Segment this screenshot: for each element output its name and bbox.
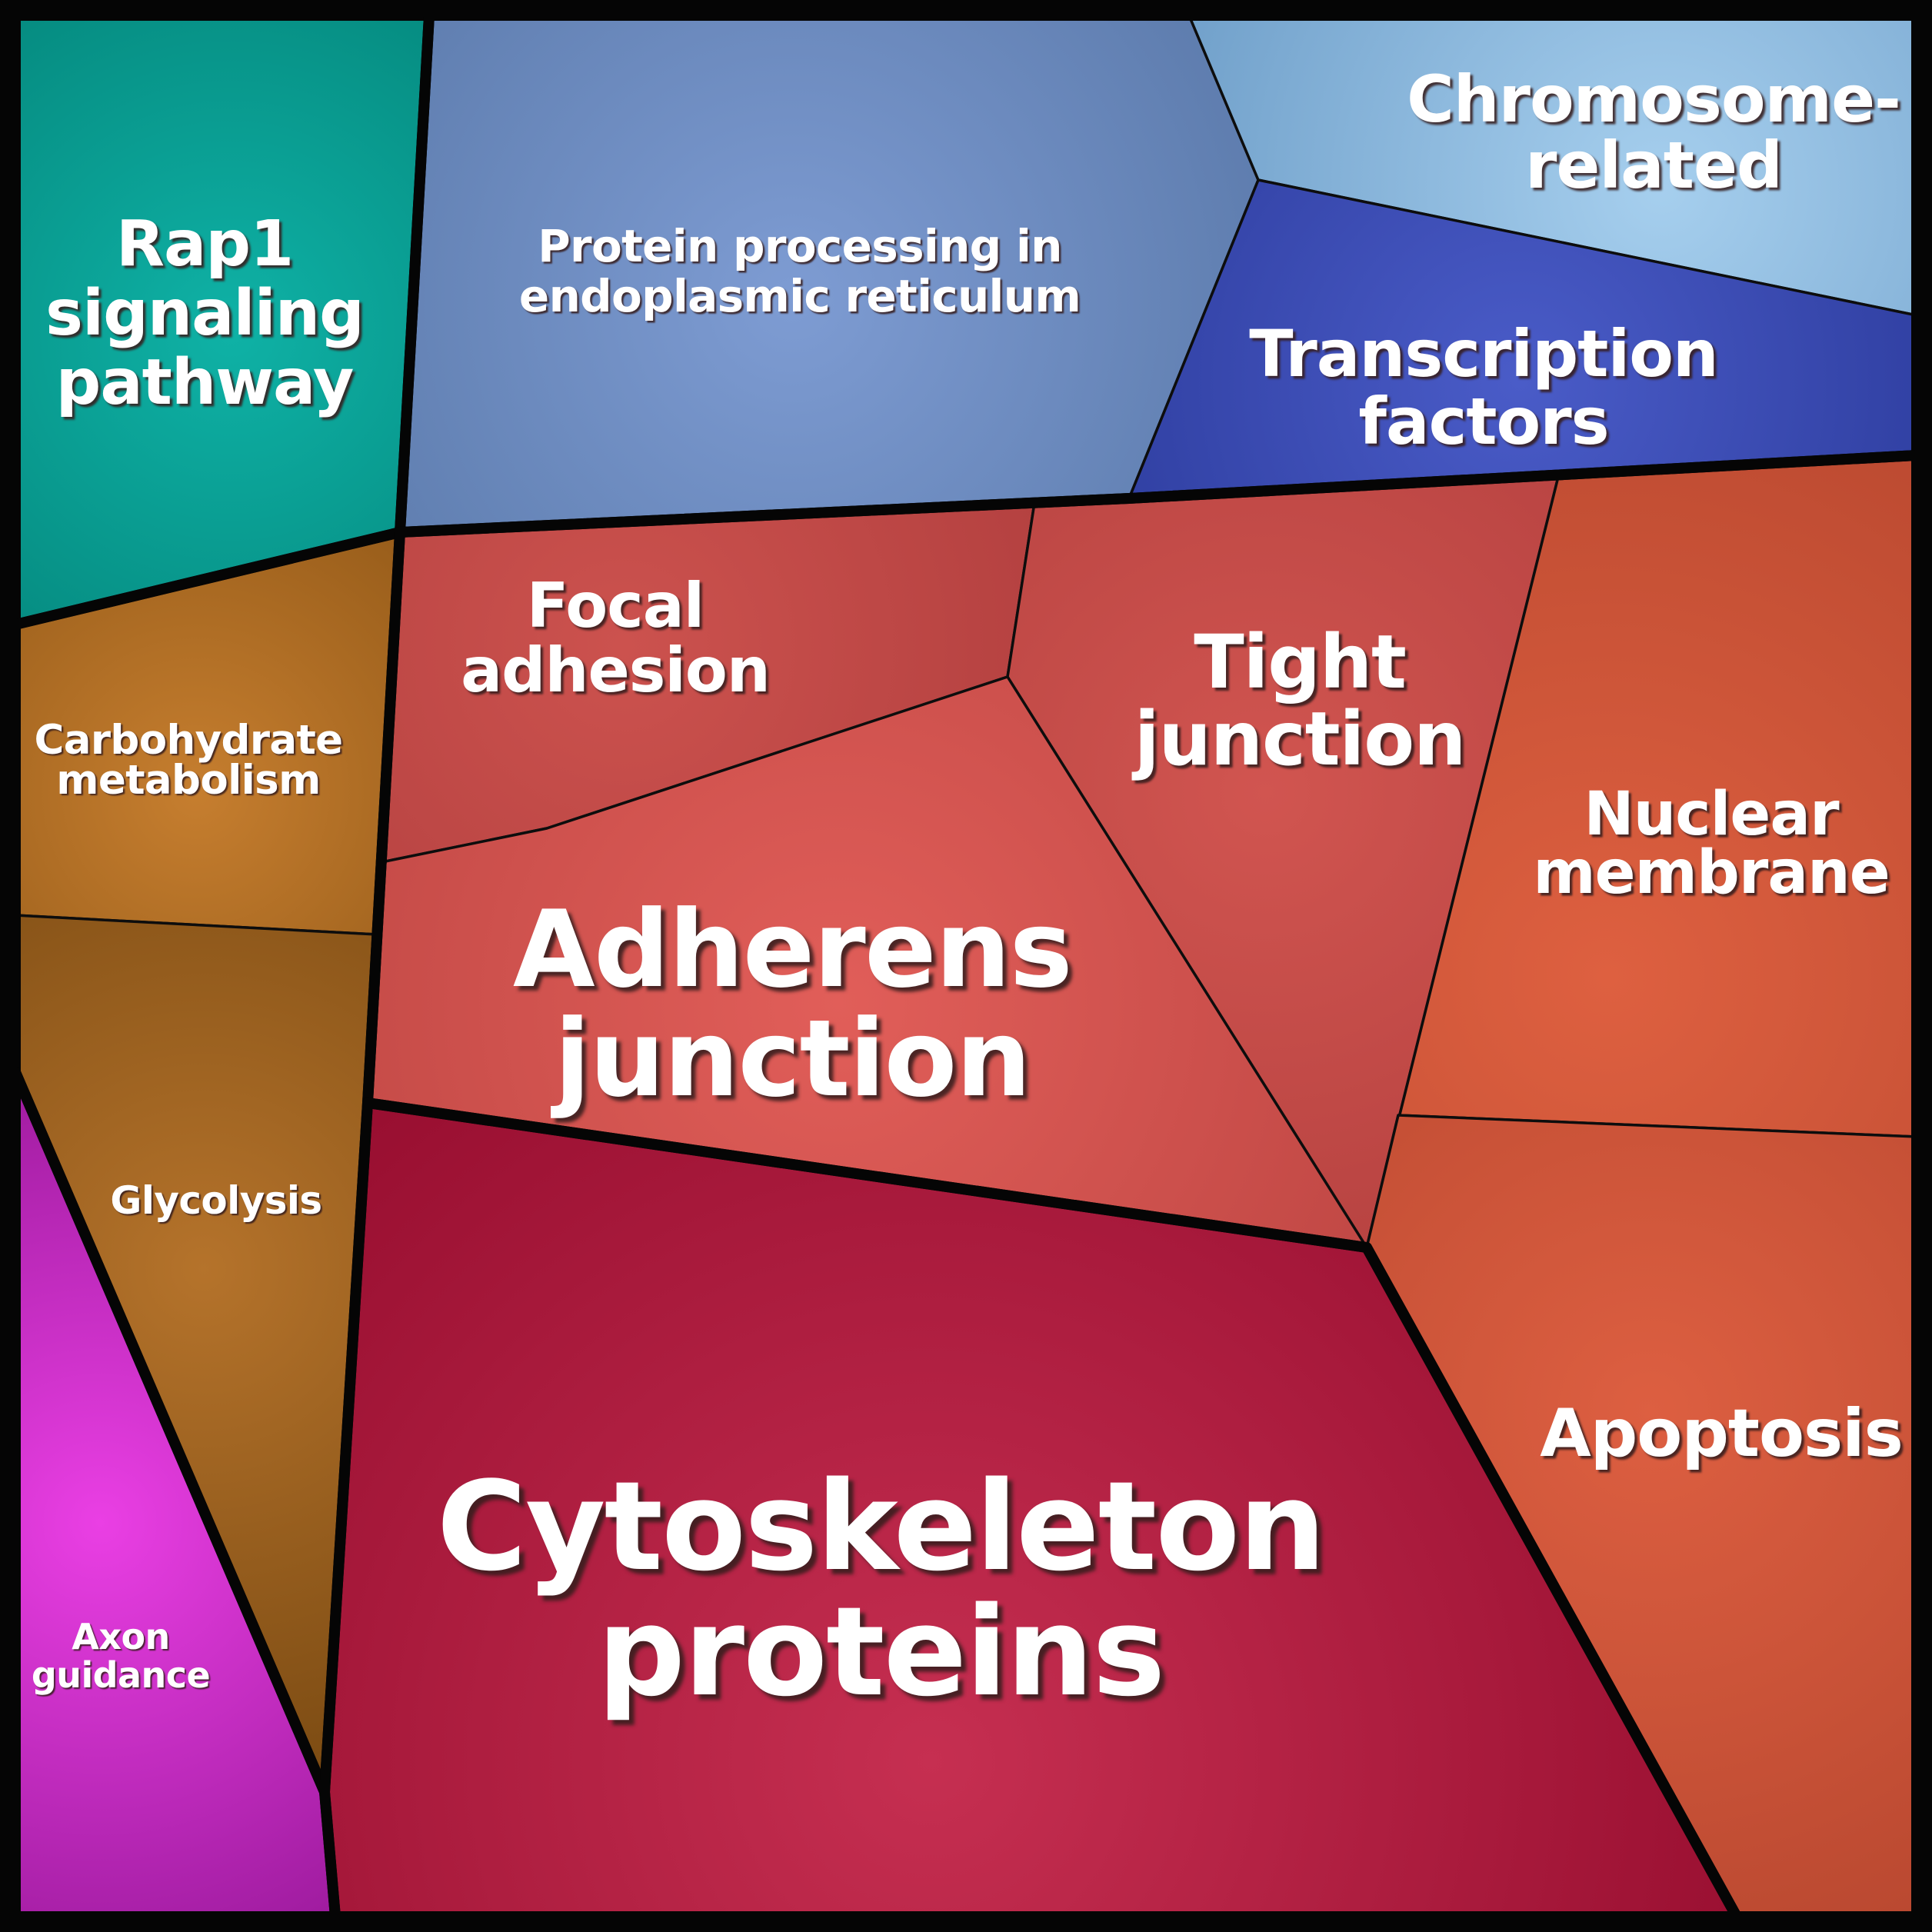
region-rap1-signaling-pathway: [14, 14, 431, 626]
region-protein-processing-er: [398, 14, 1260, 534]
